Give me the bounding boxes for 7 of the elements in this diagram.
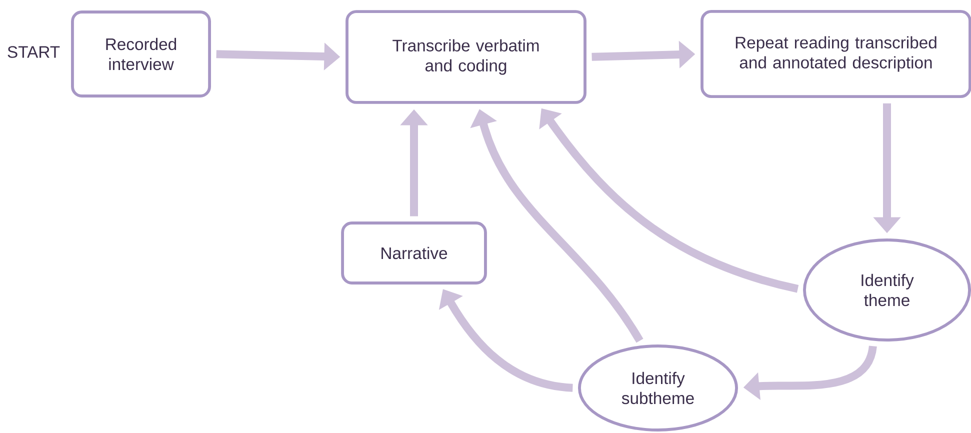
process-box: Transcribe verbatim and coding: [346, 10, 586, 104]
ellipse-node: Identify subtheme: [578, 344, 738, 432]
process-box: Recorded interview: [71, 10, 211, 98]
ellipse-node: Identify theme: [803, 238, 971, 342]
process-box: Narrative: [341, 222, 487, 284]
process-box: Repeat reading transcribed and annotated description: [700, 10, 971, 98]
start-label: START: [8, 46, 60, 58]
